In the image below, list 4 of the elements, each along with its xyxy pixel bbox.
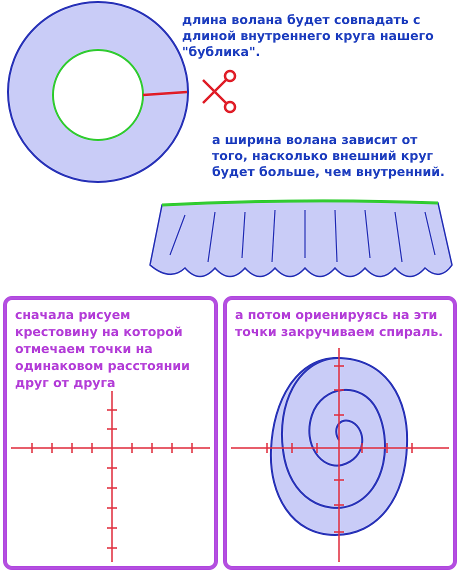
note-text: длина волана будет совпадать с длиной внутреннего круга нашего "бублика". bbox=[182, 12, 435, 60]
step-panel bbox=[223, 296, 457, 570]
step-panel bbox=[3, 296, 218, 570]
note-text: а ширина волана зависит от того, насколько внешний круг будет больше, чем внутренний. bbox=[212, 132, 446, 180]
